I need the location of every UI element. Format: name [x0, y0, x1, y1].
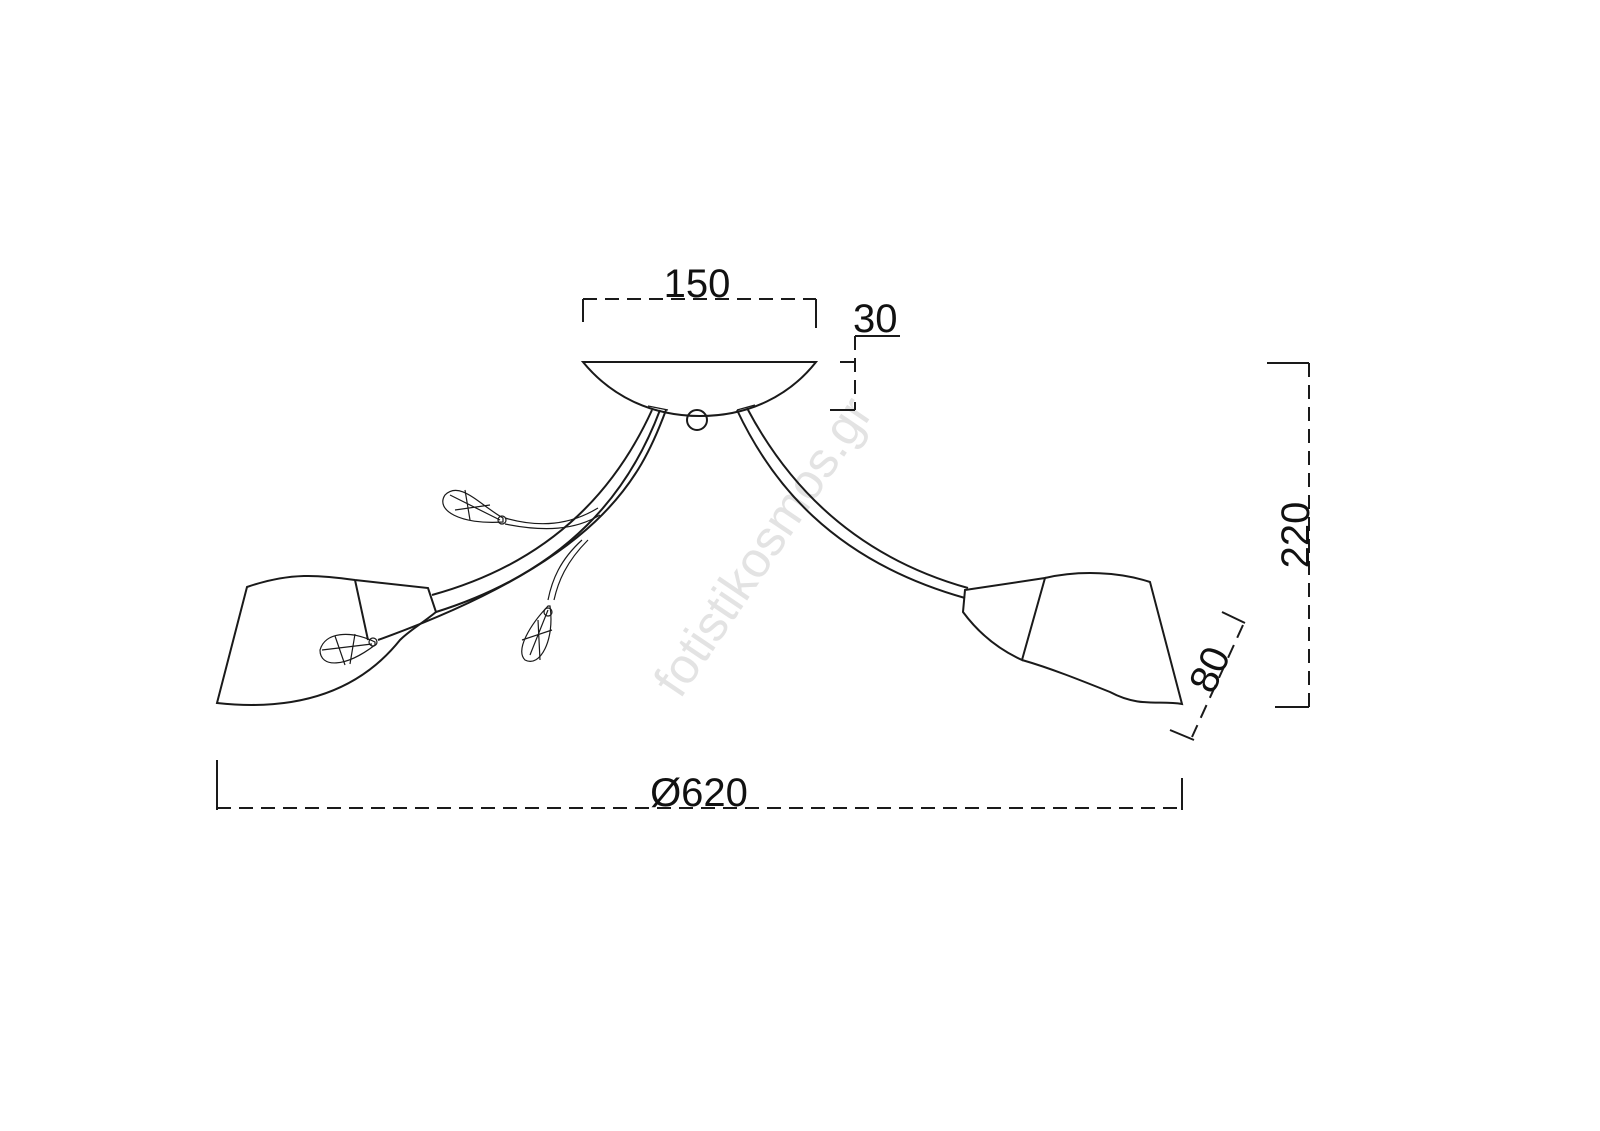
canopy [580, 361, 819, 431]
dimension-label-80: 80 [1181, 640, 1239, 699]
dimension-canopy-height: 30 [830, 297, 900, 411]
right-shade [961, 572, 1184, 706]
left-shade [215, 574, 438, 706]
dimension-label-150: 150 [664, 262, 731, 306]
dimension-label-30: 30 [853, 297, 898, 341]
left-arms [377, 409, 667, 641]
crystal-top [442, 489, 507, 525]
right-arm [736, 407, 969, 599]
dimension-shade-depth: 80 [1169, 611, 1246, 741]
crystal-bottom [521, 605, 553, 662]
dimension-label-220: 220 [1274, 502, 1318, 569]
dimension-canopy-width: 150 [582, 262, 817, 328]
dimension-diameter: Ø620 [216, 760, 1183, 815]
dimension-total-height: 220 [1267, 362, 1318, 708]
dimension-label-620: Ø620 [650, 771, 748, 815]
crystal-left [319, 633, 378, 666]
